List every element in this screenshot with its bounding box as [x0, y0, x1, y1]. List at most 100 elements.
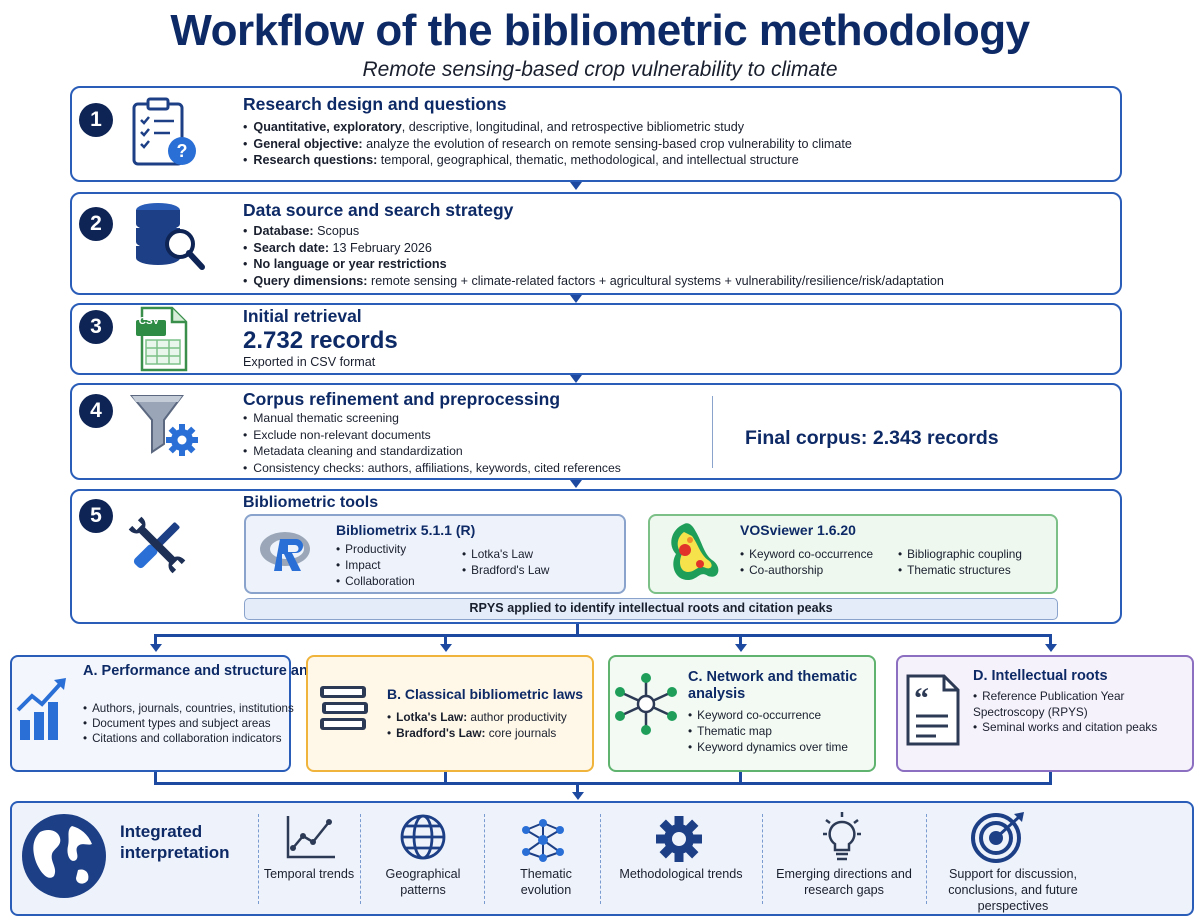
step-5-title: Bibliometric tools	[243, 494, 379, 511]
step-3-note: Exported in CSV format	[243, 355, 376, 369]
lightbulb-icon	[823, 812, 861, 861]
wrench-screwdriver-icon	[128, 516, 186, 574]
connector	[444, 772, 447, 784]
initial-records: 2.732 records	[243, 327, 398, 354]
step-2-number: 2	[79, 207, 113, 241]
divider	[360, 814, 361, 904]
bullet: Authors, journals, countries, institutio…	[83, 701, 294, 716]
vosviewer-col1: Keyword co-occurrence Co-authorship	[740, 546, 873, 578]
analysis-c-title: C. Network and thematic analysis	[688, 669, 858, 702]
quote-document-icon: “	[906, 674, 960, 746]
network-node-icon	[615, 673, 677, 735]
bullet: Citations and collaboration indicators	[83, 731, 294, 746]
connector	[576, 624, 579, 636]
rpys-text: RPYS applied to identify intellectual ro…	[469, 601, 833, 615]
target-arrow-icon	[971, 812, 1024, 863]
vosviewer-map-icon	[671, 523, 719, 580]
integrated-box	[10, 801, 1194, 916]
funnel-gear-icon	[130, 395, 198, 456]
clipboard-question-icon: ?	[132, 97, 196, 166]
divider	[600, 814, 601, 904]
books-icon	[320, 686, 368, 730]
integrated-item-label: Emerging directions and research gaps	[776, 867, 912, 897]
rpys-bar	[244, 598, 1058, 620]
integrated-item-label: Temporal trends	[263, 867, 355, 881]
step-1-bullets: Quantitative, exploratory, descriptive, …	[243, 119, 852, 169]
flow-arrow	[571, 792, 584, 800]
bullet: Bradford's Law: core journals	[387, 725, 567, 741]
bullet: Search date: 13 February 2026	[243, 240, 944, 257]
flow-arrow	[570, 480, 582, 488]
analysis-a-bullets: Authors, journals, countries, institutio…	[83, 701, 294, 746]
connector	[444, 634, 447, 644]
flow-arrow	[570, 295, 582, 303]
integrated-item-label: Geographical patterns	[385, 867, 461, 897]
connector	[154, 634, 1052, 637]
globe-grid-icon	[400, 814, 446, 860]
bullet: Consistency checks: authors, affiliation…	[243, 460, 621, 477]
step-4-title: Corpus refinement and preprocessing	[243, 389, 561, 409]
page-title: Workflow of the bibliometric methodology	[170, 6, 1030, 55]
bullet: Co-authorship	[740, 562, 873, 578]
step-1-title: Research design and questions	[243, 94, 507, 114]
bullet: Collaboration	[336, 573, 415, 589]
molecule-network-icon	[522, 819, 564, 862]
step-3-box	[70, 303, 1122, 375]
integrated-item-label: Support for discussion, conclusions, and…	[948, 867, 1078, 913]
flow-arrow	[734, 644, 747, 652]
bullet: Exclude non-relevant documents	[243, 427, 621, 444]
page-subtitle: Remote sensing-based crop vulnerability …	[362, 58, 838, 81]
bullet: Keyword co-occurrence	[688, 707, 848, 723]
database-search-icon	[136, 203, 205, 270]
bullet: Reference Publication Year Spectroscopy …	[973, 689, 1188, 720]
flow-arrow	[570, 182, 582, 190]
integrated-item-label: Methodological trends	[619, 867, 743, 881]
step-3-number: 3	[79, 310, 113, 344]
bullet: Research questions: temporal, geographic…	[243, 152, 852, 169]
bullet: Impact	[336, 557, 415, 573]
bullet: Database: Scopus	[243, 223, 944, 240]
bullet: Thematic map	[688, 723, 848, 739]
vosviewer-col2: Bibliographic coupling Thematic structur…	[898, 546, 1022, 578]
svg-text:“: “	[914, 682, 929, 715]
step-4-bullets: Manual thematic screening Exclude non-re…	[243, 410, 621, 476]
bullet: Productivity	[336, 541, 415, 557]
analysis-b-title: B. Classical bibliometric laws	[387, 686, 584, 702]
analysis-b-bullets: Lotka's Law: author productivity Bradfor…	[387, 709, 567, 741]
analysis-c-bullets: Keyword co-occurrence Thematic map Keywo…	[688, 707, 848, 755]
bullet: Seminal works and citation peaks	[973, 720, 1188, 736]
connector	[1049, 634, 1052, 644]
connector	[739, 634, 742, 644]
gear-icon	[656, 816, 702, 862]
final-corpus: Final corpus: 2.343 records	[745, 427, 999, 449]
bullet: Thematic structures	[898, 562, 1022, 578]
bullet: Metadata cleaning and standardization	[243, 443, 621, 460]
analysis-a-title: A. Performance and structure analysis	[83, 663, 349, 679]
bullet: Bradford's Law	[462, 562, 549, 578]
bullet: Keyword co-occurrence	[740, 546, 873, 562]
bullet: General objective: analyze the evolution…	[243, 136, 852, 153]
svg-text:?: ?	[177, 141, 188, 161]
bibliometrix-col2: Lotka's Law Bradford's Law	[462, 546, 549, 578]
connector	[576, 782, 579, 792]
bullet: Quantitative, exploratory, descriptive, …	[243, 119, 852, 136]
tool-name-vosviewer: VOSviewer 1.6.20	[740, 522, 856, 538]
line-trend-icon	[286, 816, 335, 859]
bullet: Manual thematic screening	[243, 410, 621, 427]
bullet: Document types and subject areas	[83, 716, 294, 731]
bibliometrix-col1: Productivity Impact Collaboration	[336, 541, 415, 589]
step-3-title: Initial retrieval	[243, 306, 362, 326]
connector	[154, 772, 157, 784]
step-2-title: Data source and search strategy	[243, 200, 514, 220]
connector	[739, 772, 742, 784]
bullet: Bibliographic coupling	[898, 546, 1022, 562]
step-4-number: 4	[79, 394, 113, 428]
divider	[712, 396, 713, 468]
connector	[1049, 772, 1052, 784]
analysis-d-title: D. Intellectual roots	[973, 668, 1108, 684]
connector	[154, 782, 1052, 785]
analysis-d-bullets: Reference Publication Year Spectroscopy …	[973, 689, 1188, 736]
flow-arrow	[570, 375, 582, 383]
csv-label: CSV	[138, 316, 160, 327]
bullet: Lotka's Law	[462, 546, 549, 562]
